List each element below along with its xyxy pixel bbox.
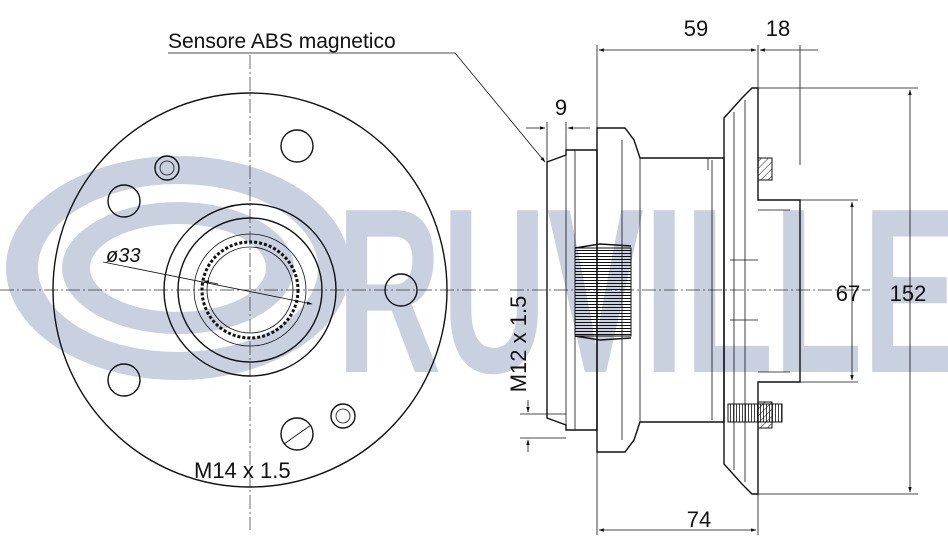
spline-bore-inner <box>206 246 294 334</box>
hub-front-view: ø33 M14 x 1.5 <box>0 55 500 530</box>
hub-bore-ring <box>193 233 307 347</box>
ruville-watermark-logo: RUVILLE <box>6 156 948 422</box>
bolt-hole-right <box>384 273 418 307</box>
bolt-thread-label: M12 x 1.5 <box>506 296 531 393</box>
ruville-emblem-icon <box>6 156 350 380</box>
bolt-hole-diameter-line <box>283 424 312 445</box>
splined-shaft <box>574 247 632 337</box>
sensor-label: Sensore ABS magnetico <box>168 30 396 53</box>
sensor-ring-outline <box>546 149 598 431</box>
dimension-lines <box>520 45 918 535</box>
hub-diameter-dimension <box>102 261 313 305</box>
stud-bolt-top <box>757 157 773 181</box>
hub-side-section-view <box>510 87 870 495</box>
bolt-hole-left-upper <box>107 184 141 218</box>
bolt-hole-top <box>280 129 314 163</box>
spline-bore <box>200 240 300 340</box>
hub-diameter-label: ø33 <box>106 245 140 267</box>
stud-top-left <box>154 155 180 181</box>
watermark-wordmark: RUVILLE <box>336 160 948 422</box>
flange-outline <box>52 92 448 488</box>
dim-152-label: 152 <box>890 281 927 306</box>
bolt-hole-left-lower <box>107 363 141 397</box>
stud-bottom-right <box>330 403 356 429</box>
dim-67-label: 67 <box>836 281 860 306</box>
stud-thread-label: M14 x 1.5 <box>194 458 291 483</box>
bolt-hole-bottom <box>280 417 314 451</box>
dim-74-label: 74 <box>687 507 711 532</box>
dim-9-label: 9 <box>555 95 567 120</box>
dim-59-label: 59 <box>684 16 708 41</box>
dim-18-label: 18 <box>766 16 790 41</box>
hub-outer-ring <box>163 203 337 377</box>
stud-bolt-bottom <box>727 401 783 429</box>
hub-inner-ring <box>177 217 323 363</box>
sensor-leader-line <box>168 52 546 163</box>
